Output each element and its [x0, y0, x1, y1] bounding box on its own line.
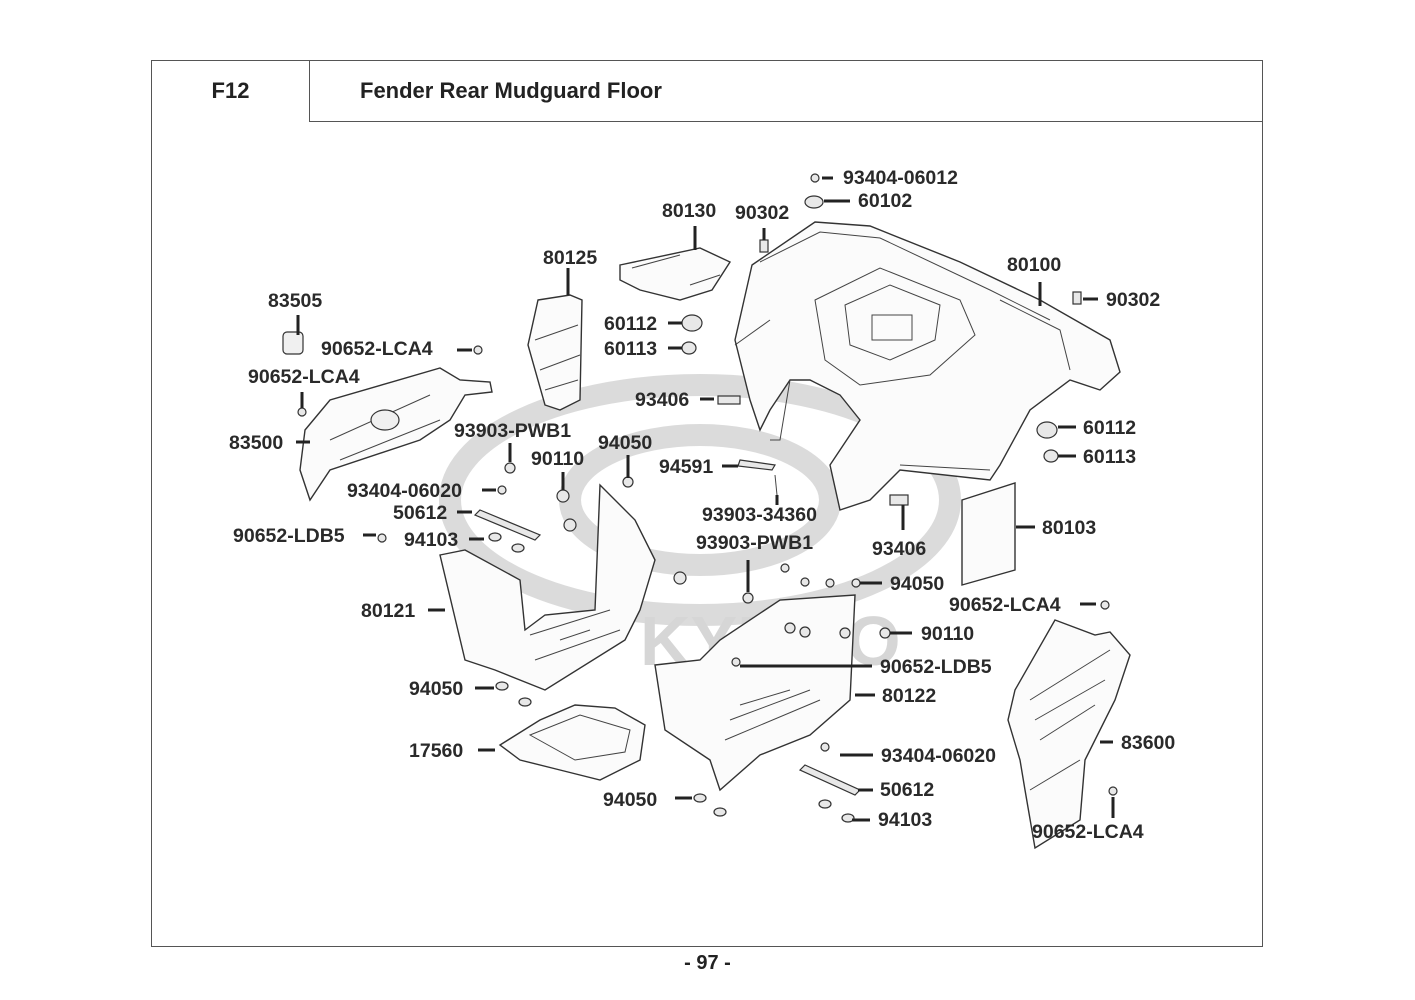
- part-83505: [282, 331, 304, 355]
- callout-90652-LDB5: 90652-LDB5: [233, 525, 345, 547]
- callout-60113: 60113: [604, 338, 658, 360]
- callout-80122: 80122: [882, 685, 937, 707]
- panel-80125: [527, 294, 583, 411]
- callout-90652-LCA4: 90652-LCA4: [949, 594, 1061, 616]
- cover-80130: [619, 247, 732, 301]
- section-title: Fender Rear Mudguard Floor: [360, 78, 662, 103]
- callout-60102: 60102: [858, 190, 913, 212]
- callout-90652-LCA4: 90652-LCA4: [1032, 821, 1144, 843]
- right-floor-80122: [654, 594, 856, 792]
- left-mudguard-83500: [282, 331, 493, 502]
- callout-94103: 94103: [878, 809, 933, 831]
- callout-60112: 60112: [604, 313, 658, 335]
- callout-80121: 80121: [361, 600, 416, 622]
- callout-93404-06020: 93404-06020: [881, 745, 996, 767]
- callout-93406: 93406: [872, 538, 927, 560]
- callout-83505: 83505: [268, 290, 323, 312]
- callout-83500: 83500: [229, 432, 284, 454]
- callout-94050: 94050: [409, 678, 464, 700]
- callout-50612: 50612: [393, 502, 448, 524]
- callout-80100: 80100: [1007, 254, 1062, 276]
- leader-lines: [296, 176, 1115, 822]
- diagram-frame: [151, 60, 1263, 947]
- callout-83600: 83600: [1121, 732, 1176, 754]
- callout-90302: 90302: [1106, 289, 1161, 311]
- callout-93903-PWB1: 93903-PWB1: [696, 532, 814, 554]
- callout-94050: 94050: [603, 789, 658, 811]
- callout-94103: 94103: [404, 529, 459, 551]
- callout-93903-PWB1: 93903-PWB1: [454, 420, 572, 442]
- callout-90652-LDB5: 90652-LDB5: [880, 656, 992, 678]
- cover-17560: [498, 704, 646, 781]
- right-mudguard-83600: [1007, 619, 1131, 850]
- callout-60112: 60112: [1083, 417, 1137, 439]
- callout-90110: 90110: [531, 448, 585, 470]
- header-code-cell: [151, 60, 310, 122]
- header-divider: [310, 121, 1263, 122]
- callout-80130: 80130: [662, 200, 717, 222]
- callout-94591: 94591: [659, 456, 714, 478]
- callout-93404-06020: 93404-06020: [347, 480, 462, 502]
- callout-80103: 80103: [1042, 517, 1097, 539]
- callout-90652-LCA4: 90652-LCA4: [321, 338, 433, 360]
- callout-94050: 94050: [890, 573, 945, 595]
- hardware-parts: [297, 173, 1118, 823]
- callout-90652-LCA4: 90652-LCA4: [248, 366, 360, 388]
- callout-94050: 94050: [598, 432, 653, 454]
- callout-93903-34360: 93903-34360: [702, 504, 817, 526]
- left-floor-80121: [439, 483, 656, 691]
- callout-90110: 90110: [921, 623, 975, 645]
- callout-60113: 60113: [1083, 446, 1137, 468]
- callout-17560: 17560: [409, 740, 464, 762]
- page-number: - 97 -: [684, 952, 731, 974]
- callout-93404-06012: 93404-06012: [843, 167, 958, 189]
- section-code: F12: [211, 78, 250, 103]
- callout-80125: 80125: [543, 247, 598, 269]
- callout-90302: 90302: [735, 202, 790, 224]
- flap-80103: [961, 482, 1016, 586]
- callout-93406: 93406: [635, 389, 690, 411]
- callout-50612: 50612: [880, 779, 935, 801]
